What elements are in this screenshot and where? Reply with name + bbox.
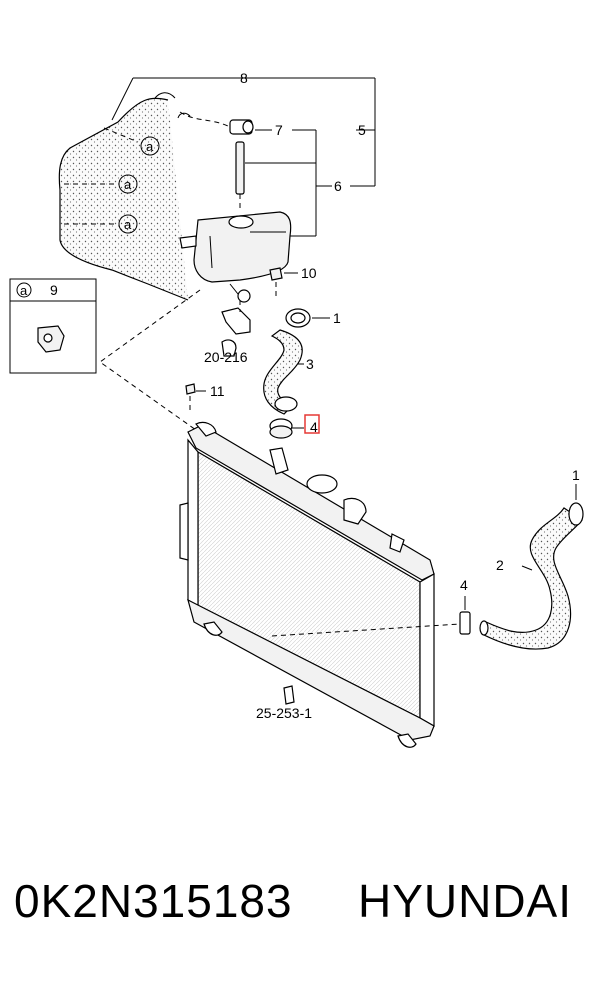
lower-radiator-hose: 2: [479, 502, 584, 650]
dashed-route-line: [99, 289, 201, 431]
marker-a-1: a: [103, 127, 160, 156]
callout-4a-label: 4: [310, 419, 318, 435]
bolt-10: 10: [269, 265, 317, 296]
exploded-parts-diagram: 8 5 7 6 10: [9, 70, 584, 748]
inset-marker: a: [20, 283, 28, 298]
callout-3-label: 3: [306, 356, 314, 372]
upper-radiator-hose: 3: [263, 329, 314, 415]
inset-box-9: a 9: [9, 278, 97, 374]
marker-a-2-label: a: [124, 177, 132, 192]
part-number: 0K2N315183: [14, 875, 293, 927]
ref-20-216-label: 20-216: [204, 349, 248, 365]
hose-clamp-lower: 1: [572, 467, 580, 500]
callout-10-label: 10: [301, 265, 317, 281]
reservoir-tank: [179, 211, 292, 303]
callout-8-label: 8: [240, 70, 248, 86]
callout-7-leader: 7: [255, 122, 316, 138]
ref-25-253-1-label: 25-253-1: [256, 705, 312, 721]
reservoir-hose-assembly: [58, 92, 191, 301]
marker-a-2: a: [64, 174, 138, 194]
highlight-box: [304, 414, 320, 434]
callout-2-label: 2: [496, 557, 504, 573]
radiator: [179, 421, 435, 748]
callout-7-label: 7: [275, 122, 283, 138]
callout-1b-label: 1: [572, 467, 580, 483]
bolt-11: 11: [185, 383, 225, 410]
reservoir-bracket: 20-216: [204, 300, 251, 365]
callout-6-leader: 6: [245, 130, 342, 237]
marker-a-1-label: a: [146, 139, 154, 154]
callout-9-label: 9: [50, 282, 58, 298]
drain-plug-ref: 25-253-1: [256, 685, 312, 721]
brand-name: HYUNDAI: [358, 875, 573, 927]
hose-clamp-upper: 1: [285, 308, 341, 328]
callout-5-label: 5: [358, 122, 366, 138]
marker-a-3-label: a: [124, 217, 132, 232]
callout-1a-label: 1: [333, 310, 341, 326]
callout-6-label: 6: [334, 178, 342, 194]
hose-clamp-4-lower: 4: [271, 577, 471, 637]
callout-11-label: 11: [210, 383, 225, 399]
callout-5-leader: 5: [350, 122, 376, 187]
cap-fitting: [179, 111, 254, 212]
hose-clamp-4-highlighted: 4: [269, 414, 320, 439]
callout-4b-label: 4: [460, 577, 468, 593]
footer: 0K2N315183 HYUNDAI: [0, 870, 600, 970]
marker-a-3: a: [64, 214, 138, 234]
callout-8-leader: 8: [111, 70, 376, 130]
